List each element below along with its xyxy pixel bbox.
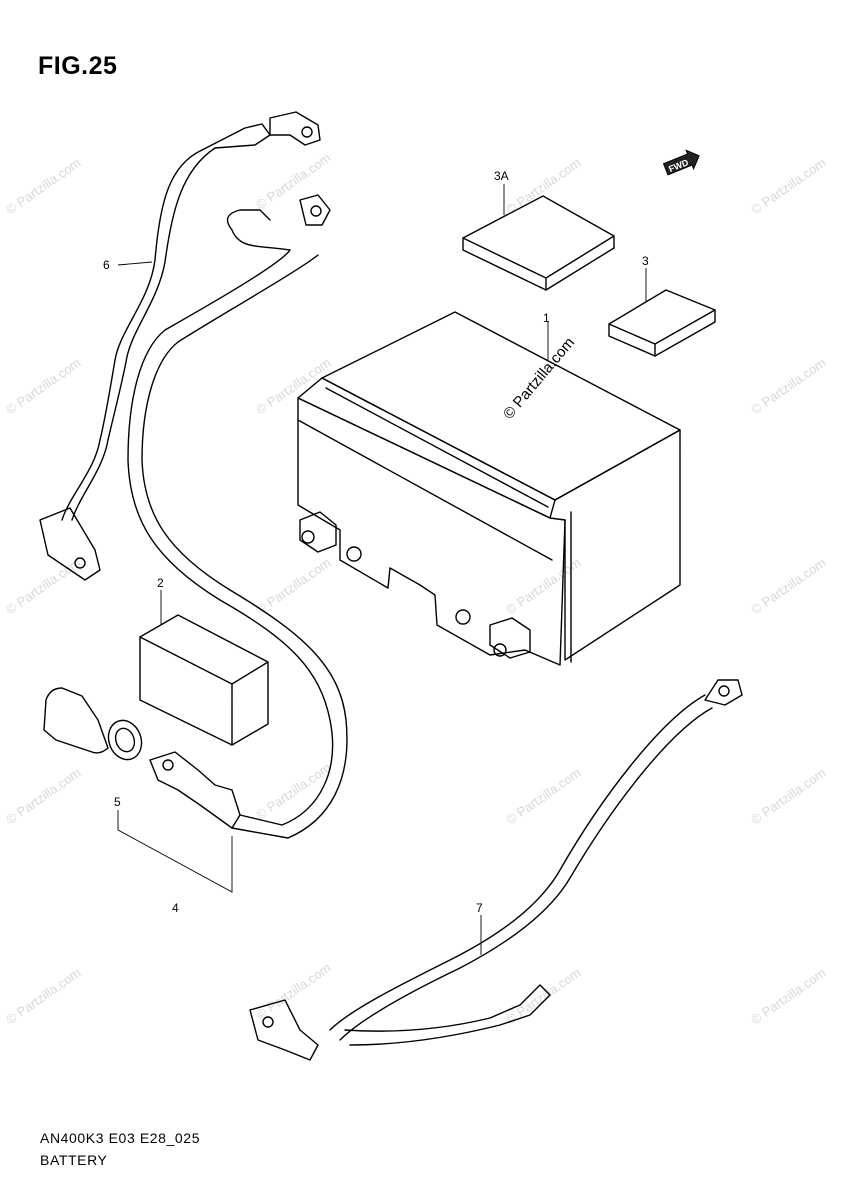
- watermark: © Partzilla.com: [748, 765, 828, 828]
- watermark: © Partzilla.com: [748, 555, 828, 618]
- battery-part-1: © Partzilla.com: [297, 311, 681, 666]
- watermark: © Partzilla.com: [503, 765, 583, 828]
- watermark: © Partzilla.com: [253, 150, 333, 213]
- watermark: © Partzilla.com: [748, 155, 828, 218]
- cable-part-7: [249, 679, 743, 1061]
- diagram-name: BATTERY: [40, 1152, 108, 1168]
- watermark: © Partzilla.com: [3, 555, 83, 618]
- watermark: © Partzilla.com: [3, 355, 83, 418]
- watermark: © Partzilla.com: [748, 355, 828, 418]
- cable-part-6: [39, 111, 321, 581]
- forward-direction-icon: FWD: [662, 149, 700, 176]
- watermark: © Partzilla.com: [253, 960, 333, 1023]
- forward-label: FWD: [667, 157, 690, 174]
- center-watermark: © Partzilla.com: [500, 334, 578, 422]
- callout-5: 5: [114, 795, 121, 809]
- callout-3: 3: [642, 254, 649, 268]
- pad-part-3: [608, 289, 716, 357]
- callout-3a: 3A: [494, 169, 509, 183]
- callout-4: 4: [172, 901, 179, 915]
- diagram-code: AN400K3 E03 E28_025: [40, 1130, 201, 1146]
- watermark: © Partzilla.com: [253, 555, 333, 618]
- watermark: © Partzilla.com: [503, 965, 583, 1028]
- callout-1: 1: [543, 311, 550, 325]
- part-2-block: [139, 614, 269, 746]
- watermark: © Partzilla.com: [3, 765, 83, 828]
- callout-2: 2: [157, 576, 164, 590]
- watermark: © Partzilla.com: [3, 965, 83, 1028]
- callout-6: 6: [103, 258, 110, 272]
- callout-leaders: [117, 184, 647, 955]
- watermark-layer: © Partzilla.com © Partzilla.com © Partzi…: [3, 150, 828, 1028]
- watermark: © Partzilla.com: [748, 965, 828, 1028]
- cable-part-4: [127, 194, 348, 839]
- watermark: © Partzilla.com: [253, 355, 333, 418]
- figure-title: FIG.25: [38, 52, 118, 80]
- watermark: © Partzilla.com: [3, 155, 83, 218]
- callout-7: 7: [476, 901, 483, 915]
- pad-part-3a: [462, 195, 615, 291]
- watermark: © Partzilla.com: [503, 155, 583, 218]
- terminal-cover-part-5: [43, 687, 143, 761]
